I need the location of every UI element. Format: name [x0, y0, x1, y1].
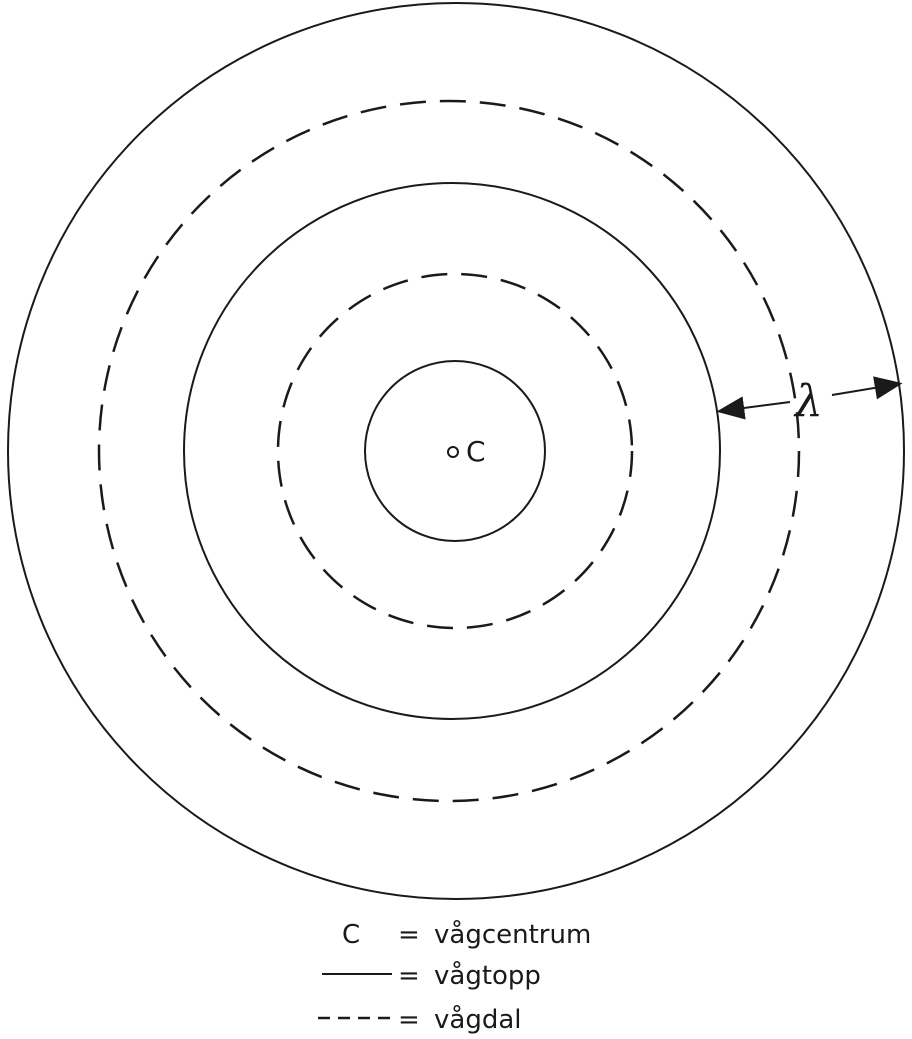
crest-ring-middle	[183, 182, 721, 720]
crest-ring-inner	[364, 360, 546, 542]
crest-ring-outer	[7, 2, 905, 900]
wave-center-dot	[447, 446, 459, 458]
legend-equals-crest: =	[398, 961, 420, 991]
legend-text-crest: vågtopp	[434, 960, 541, 991]
legend-text-center: vågcentrum	[434, 919, 591, 950]
trough-ring-inner	[276, 272, 634, 630]
center-label: C	[466, 435, 486, 468]
legend-equals-center: =	[398, 920, 420, 950]
legend-text-trough: vågdal	[434, 1004, 521, 1035]
legend: C = vågcentrum = vågtopp = vågdal	[318, 919, 591, 1035]
legend-item-crest: = vågtopp	[322, 960, 541, 991]
wavelength-arrow-right	[831, 376, 903, 400]
legend-symbol-center: C	[342, 920, 360, 950]
legend-item-center: C = vågcentrum	[342, 919, 591, 950]
wavelength-arrow-left	[716, 396, 791, 420]
trough-ring-outer	[97, 99, 801, 803]
legend-item-trough: = vågdal	[318, 1004, 521, 1035]
wavelength-symbol: λ	[793, 376, 823, 427]
legend-equals-trough: =	[398, 1005, 420, 1035]
